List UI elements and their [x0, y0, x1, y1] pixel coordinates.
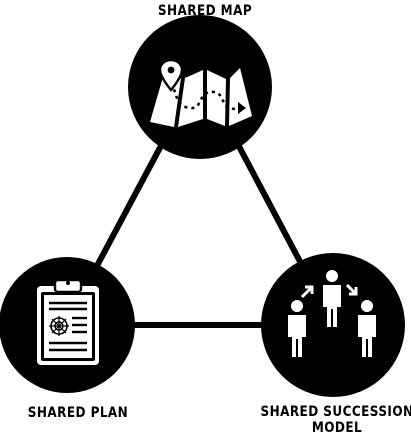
clipboard-plan-icon — [37, 278, 99, 365]
people-succession-icon — [288, 270, 376, 357]
node-shared-succession — [261, 253, 405, 397]
label-line-2: MODEL — [311, 420, 363, 436]
node-shared-plan — [0, 257, 135, 393]
label-line-1: SHARED SUCCESSION — [260, 404, 411, 420]
label-shared-plan: SHARED PLAN — [27, 405, 129, 421]
label-shared-map: SHARED MAP — [157, 3, 253, 19]
label-shared-succession-model: SHARED SUCCESSION MODEL — [251, 404, 411, 436]
node-shared-map — [128, 15, 272, 159]
folded-map-icon — [150, 58, 252, 127]
